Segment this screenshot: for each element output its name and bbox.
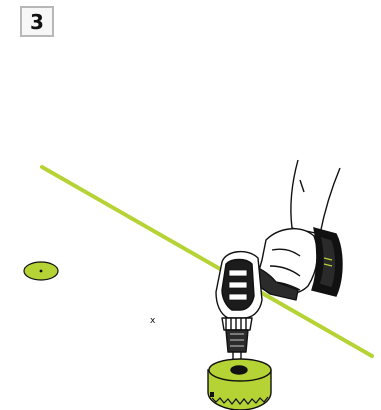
center-mark: x xyxy=(150,316,156,326)
cutout-disc-icon xyxy=(24,262,58,280)
battery-pack xyxy=(312,228,342,296)
hole-saw-icon xyxy=(208,359,271,410)
